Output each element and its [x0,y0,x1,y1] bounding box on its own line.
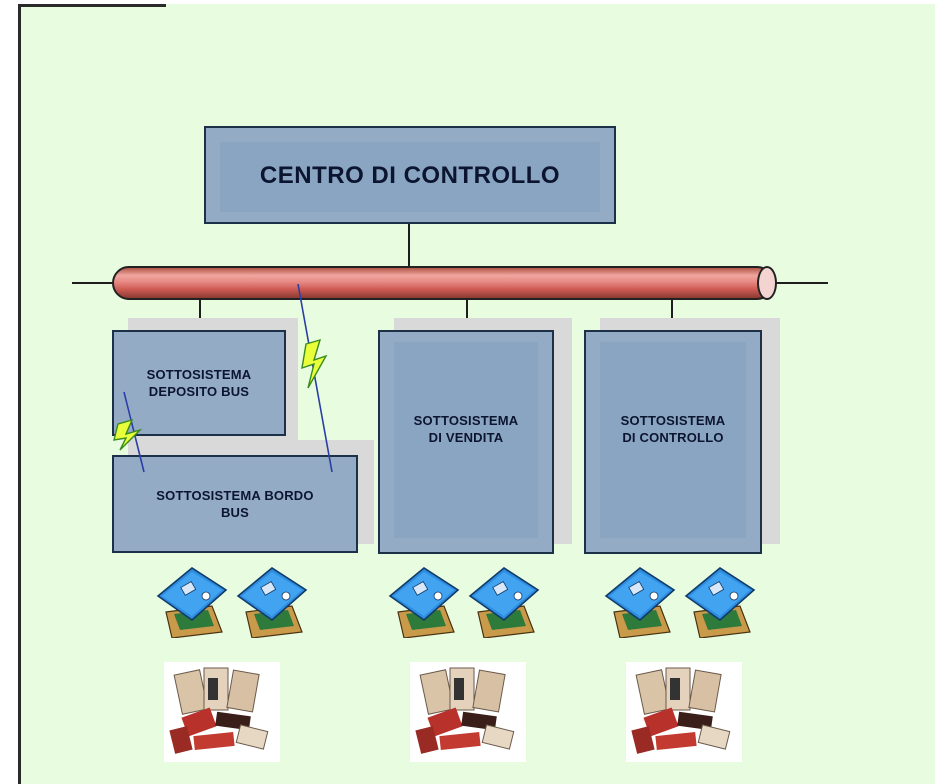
bordo-line1: SOTTOSISTEMA BORDO [156,488,314,503]
ticket-stack-icon [164,662,280,762]
drop-deposito [199,298,201,332]
vendita-line2: DI VENDITA [428,430,504,445]
controllo-line2: DI CONTROLLO [622,430,724,445]
smart-card-reader-icon [236,567,308,638]
drop-vendita [466,298,468,332]
drop-controllo [671,298,673,332]
ticket-stack-icon [410,662,526,762]
deposito-line1: SOTTOSISTEMA [146,367,252,382]
subsystem-deposito-box: SOTTOSISTEMA DEPOSITO BUS [112,330,286,436]
network-bus-pipe-cap [757,266,777,300]
subsystem-vendita-box: SOTTOSISTEMA DI VENDITA [378,330,554,554]
smart-card-reader-icon [468,567,540,638]
center-connector [408,224,410,268]
smart-card-reader-icon [156,567,228,638]
deposito-line2: DEPOSITO BUS [148,384,250,399]
wireless-link-deposito [113,391,145,473]
center-control-box: CENTRO DI CONTROLLO [204,126,616,224]
vendita-line1: SOTTOSISTEMA [413,413,519,428]
subsystem-bordo-box: SOTTOSISTEMA BORDO BUS [112,455,358,553]
wireless-link-bordo [297,283,333,473]
bordo-line2: BUS [220,505,250,520]
left-rule [18,4,21,784]
top-rule [18,4,166,7]
smart-card-reader-icon [388,567,460,638]
lightning-wireless-icon [301,338,328,389]
smart-card-reader-icon [604,567,676,638]
center-control-label: CENTRO DI CONTROLLO [259,161,561,189]
controllo-line1: SOTTOSISTEMA [620,413,726,428]
smart-card-reader-icon [684,567,756,638]
lightning-wireless-icon [113,418,143,451]
network-bus-pipe [112,266,774,300]
ticket-stack-icon [626,662,742,762]
subsystem-controllo-box: SOTTOSISTEMA DI CONTROLLO [584,330,762,554]
